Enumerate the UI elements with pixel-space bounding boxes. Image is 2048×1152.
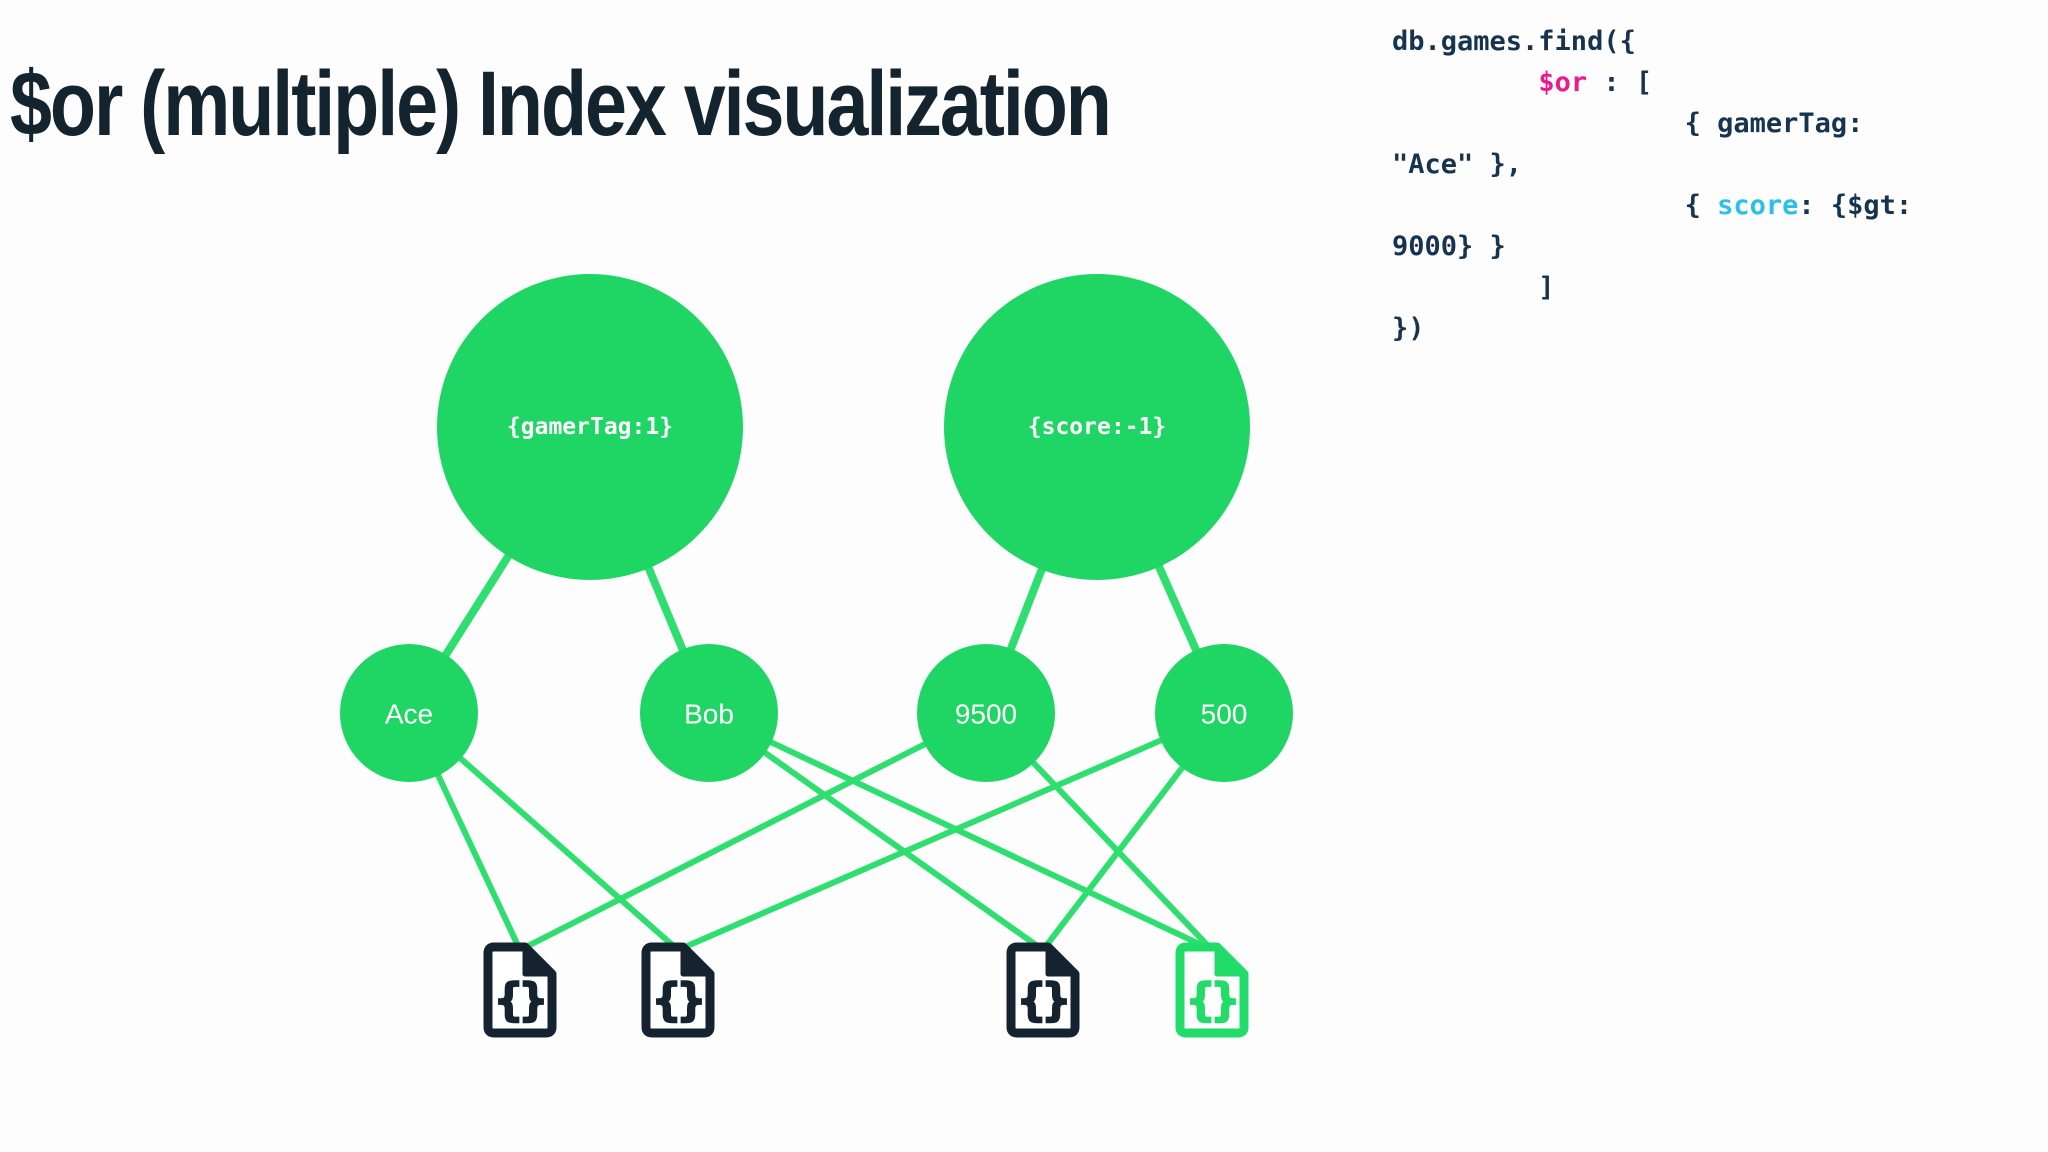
edge-line bbox=[707, 710, 1214, 953]
code-line: }) bbox=[1392, 308, 1912, 349]
json-document-icon: {} bbox=[641, 942, 715, 1038]
key-node-label: Bob bbox=[684, 699, 734, 730]
document-fold-corner bbox=[1045, 944, 1078, 977]
key-node-500: 500 bbox=[1155, 644, 1293, 782]
curly-braces-glyph: {} bbox=[1188, 975, 1237, 1026]
index-node-label: {score:-1} bbox=[1028, 414, 1166, 440]
edge-line bbox=[676, 710, 1226, 953]
edge-line bbox=[518, 710, 988, 953]
key-node-circle bbox=[340, 644, 478, 782]
code-line: 9000} } bbox=[1392, 226, 1912, 267]
key-node-ace: Ace bbox=[340, 644, 478, 782]
key-node-circle bbox=[640, 644, 778, 782]
code-line: $or : [ bbox=[1392, 62, 1912, 103]
key-node-circle bbox=[917, 644, 1055, 782]
document-fold-corner bbox=[522, 944, 555, 977]
document-fold-corner bbox=[1214, 944, 1247, 977]
json-document-icon: {} bbox=[1006, 942, 1080, 1038]
code-token: ] bbox=[1392, 272, 1555, 303]
code-line: "Ace" }, bbox=[1392, 144, 1912, 185]
json-document-icon: {} bbox=[1175, 942, 1249, 1038]
code-token: "Ace" }, bbox=[1392, 149, 1523, 180]
index-node-label: {gamerTag:1} bbox=[507, 414, 673, 440]
page-title: $or (multiple) Index visualization bbox=[10, 53, 1112, 155]
index-node-gamertag1: {gamerTag:1} bbox=[437, 274, 743, 580]
document-fold-corner bbox=[680, 944, 713, 977]
code-token: { bbox=[1392, 190, 1718, 221]
curly-braces-glyph: {} bbox=[1019, 975, 1068, 1026]
key-node-9500: 9500 bbox=[917, 644, 1055, 782]
curly-braces-glyph: {} bbox=[496, 975, 545, 1026]
index-node-score1: {score:-1} bbox=[944, 274, 1250, 580]
code-line: db.games.find({ bbox=[1392, 21, 1912, 62]
curly-braces-glyph: {} bbox=[654, 975, 703, 1026]
key-node-label: 500 bbox=[1201, 699, 1248, 730]
code-token: 9000} } bbox=[1392, 231, 1506, 262]
index-node-circle bbox=[944, 274, 1250, 580]
code-token: { gamerTag: bbox=[1392, 108, 1864, 139]
key-node-label: 9500 bbox=[955, 699, 1017, 730]
code-token: db.games.find({ bbox=[1392, 26, 1636, 57]
code-token: : [ bbox=[1587, 67, 1653, 98]
key-node-bob: Bob bbox=[640, 644, 778, 782]
code-token: : {$gt: bbox=[1798, 190, 1913, 221]
index-node-circle bbox=[437, 274, 743, 580]
code-token: score bbox=[1717, 190, 1799, 221]
code-line: ] bbox=[1392, 267, 1912, 308]
json-document-icon: {} bbox=[483, 942, 557, 1038]
code-token: }) bbox=[1392, 313, 1425, 344]
key-node-circle bbox=[1155, 644, 1293, 782]
key-node-label: Ace bbox=[385, 699, 433, 730]
code-line: { gamerTag: bbox=[1392, 103, 1912, 144]
code-token: $or bbox=[1538, 67, 1588, 98]
code-line: { score: {$gt: bbox=[1392, 185, 1913, 226]
code-block: db.games.find({ $or : [ { gamerTag: "Ace"… bbox=[1392, 21, 1912, 349]
